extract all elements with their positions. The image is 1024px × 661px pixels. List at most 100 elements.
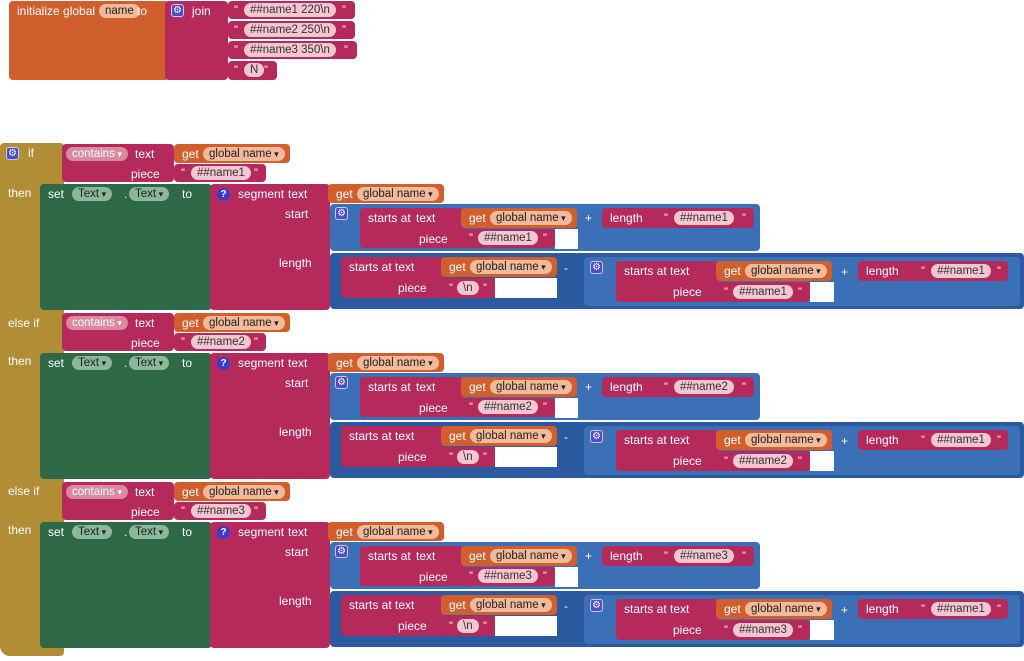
property-dropdown[interactable]: Text [129,525,170,539]
component-dropdown[interactable]: Text [72,187,113,201]
mutator-gear-icon[interactable]: ⚙ [590,430,603,443]
get-global-name-block[interactable]: get global name [461,377,577,397]
text-block[interactable]: " ##name2 " [174,333,266,351]
segment-block[interactable]: ? segment text start length [210,353,330,479]
text-field[interactable]: ##name3 [674,549,734,563]
variable-dropdown[interactable]: global name [470,598,552,612]
join-text-4[interactable]: " N " [228,61,277,80]
text-field[interactable]: ##name3 [733,623,793,637]
mutator-gear-icon[interactable]: ⚙ [590,261,603,274]
get-global-name-block[interactable]: get global name [328,353,444,372]
get-global-name-block[interactable]: get global name [461,208,577,228]
variable-dropdown[interactable]: global name [203,316,285,330]
mutator-gear-icon[interactable]: ⚙ [335,207,348,220]
length-block[interactable]: length " ##name1 " [858,599,1008,619]
help-icon[interactable]: ? [217,357,230,370]
segment-block[interactable]: ? segment text start length [210,184,330,310]
get-global-name-block[interactable]: get global name [441,426,557,446]
contains-mode-dropdown[interactable]: contains [66,485,128,499]
get-global-name-block[interactable]: get global name [716,599,832,619]
text-field[interactable]: ##name1 [733,285,793,299]
text-field[interactable]: ##name2 250\n [244,23,336,37]
variable-dropdown[interactable]: global name [745,433,827,447]
get-global-name-block[interactable]: get global name [174,144,290,163]
text-field[interactable]: ##name3 [191,504,251,518]
text-field[interactable]: ##name1 [931,602,991,616]
text-field[interactable]: ##name1 220\n [244,3,336,17]
text-field[interactable]: ##name2 [733,454,793,468]
get-global-name-block[interactable]: get global name [328,522,444,541]
get-global-name-block[interactable]: get global name [174,482,290,501]
text-block[interactable]: " ##name3 " [174,502,266,520]
starts-at-block[interactable]: starts at text piece [360,546,463,586]
text-field[interactable]: ##name3 [478,569,538,583]
help-icon[interactable]: ? [217,188,230,201]
help-icon[interactable]: ? [217,526,230,539]
join-block[interactable]: ⚙ join [165,1,228,80]
length-block[interactable]: length " ##name3 " [602,546,754,566]
starts-at-block[interactable]: starts at text piece [341,595,444,636]
property-dropdown[interactable]: Text [129,187,170,201]
variable-dropdown[interactable]: global name [357,525,439,539]
get-global-name-block[interactable]: get global name [328,184,444,203]
variable-dropdown[interactable]: global name [470,260,552,274]
mutator-gear-icon[interactable]: ⚙ [335,376,348,389]
text-block[interactable]: " ##name2 " [716,451,810,471]
initialize-global-block[interactable]: initialize global name to [9,1,169,80]
segment-block[interactable]: ? segment text start length [210,522,330,648]
text-field[interactable]: \n [457,619,479,633]
variable-dropdown[interactable]: global name [745,264,827,278]
join-text-1[interactable]: " ##name1 220\n " [228,1,355,19]
join-text-3[interactable]: " ##name3 350\n " [228,41,357,59]
contains-mode-dropdown[interactable]: contains [66,316,128,330]
text-field[interactable]: ##name1 [478,231,538,245]
variable-dropdown[interactable]: global name [745,602,827,616]
starts-at-block[interactable]: starts at text piece [341,257,444,298]
length-block[interactable]: length " ##name1 " [858,430,1008,450]
set-text-block[interactable]: set Text . Text to [40,522,212,648]
contains-block[interactable]: contains text piece [62,144,174,182]
set-text-block[interactable]: set Text . Text to [40,184,212,310]
text-block[interactable]: " ##name1 " [461,229,555,248]
variable-dropdown[interactable]: global name [203,485,285,499]
get-global-name-block[interactable]: get global name [716,261,832,281]
starts-at-block[interactable]: starts at text piece [616,430,719,471]
text-field[interactable]: ##name1 [191,166,251,180]
text-field[interactable]: ##name2 [478,400,538,414]
text-block[interactable]: " \n " [441,447,495,467]
mutator-gear-icon[interactable]: ⚙ [171,4,184,17]
text-field[interactable]: N [244,63,265,77]
mutator-gear-icon[interactable]: ⚙ [335,545,348,558]
text-block[interactable]: " ##name3 " [716,620,810,640]
variable-dropdown[interactable]: global name [357,187,439,201]
starts-at-block[interactable]: starts at text piece [616,261,719,302]
get-global-name-block[interactable]: get global name [716,430,832,450]
variable-dropdown[interactable]: global name [203,147,285,161]
variable-dropdown[interactable]: global name [490,211,572,225]
text-field[interactable]: ##name1 [931,264,991,278]
get-global-name-block[interactable]: get global name [441,595,557,615]
text-field[interactable]: ##name2 [191,335,251,349]
text-field[interactable]: ##name2 [674,380,734,394]
mutator-gear-icon[interactable]: ⚙ [6,147,19,160]
starts-at-block[interactable]: starts at text piece [360,377,463,417]
text-field[interactable]: \n [457,450,479,464]
length-block[interactable]: length " ##name1 " [602,208,754,228]
variable-dropdown[interactable]: global name [470,429,552,443]
component-dropdown[interactable]: Text [72,356,113,370]
text-block[interactable]: " ##name1 " [716,282,810,302]
length-block[interactable]: length " ##name1 " [858,261,1008,281]
text-field[interactable]: ##name1 [674,211,734,225]
set-text-block[interactable]: set Text . Text to [40,353,212,479]
contains-mode-dropdown[interactable]: contains [66,147,128,161]
property-dropdown[interactable]: Text [129,356,170,370]
contains-block[interactable]: contains text piece [62,313,174,351]
text-block[interactable]: " \n " [441,616,495,636]
get-global-name-block[interactable]: get global name [461,546,577,566]
global-var-name-field[interactable]: name [99,4,140,18]
starts-at-block[interactable]: starts at text piece [360,208,463,248]
variable-dropdown[interactable]: global name [357,356,439,370]
text-block[interactable]: " ##name3 " [461,567,555,586]
join-text-2[interactable]: " ##name2 250\n " [228,21,355,39]
text-block[interactable]: " \n " [441,278,495,298]
